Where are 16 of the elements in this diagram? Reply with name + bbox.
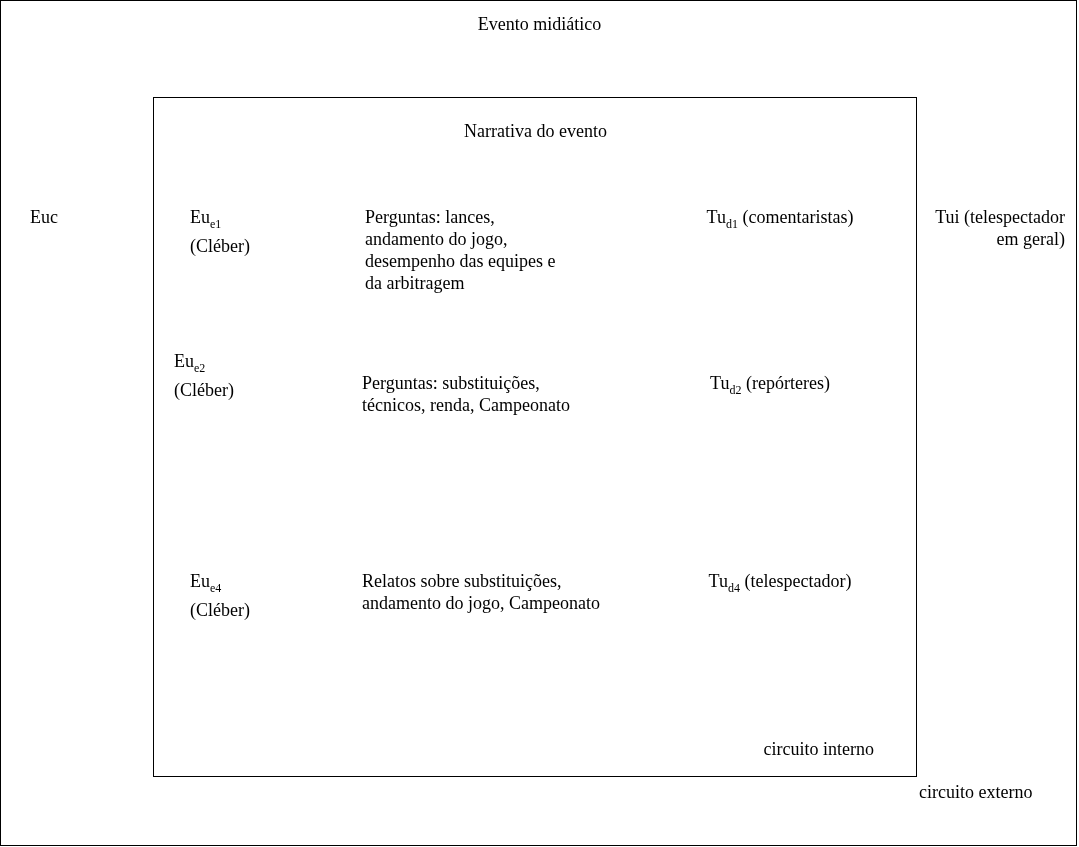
speaker-label: Eu$_{e4}$ (Cléber)	[190, 570, 251, 621]
speaker-label: Euc	[30, 206, 59, 228]
addressee-label: Tui (telespectador em geral)	[935, 206, 1065, 250]
addressee-label: Tu$_{d2}$ (repórteres)	[709, 372, 831, 399]
box-caption: circuito externo	[919, 781, 1034, 803]
box-heading: Evento midiático	[476, 13, 603, 35]
speaker-label: Eu$_{e2}$ (Cléber)	[174, 350, 235, 401]
frame-box	[152, 96, 917, 777]
addressee-label: Tu$_{d4}$ (telespectador)	[707, 570, 853, 597]
report-text: Relatos sobre substituições, andamento do jogo, Campeonato	[362, 570, 601, 614]
question-text: Perguntas: substituições, técnicos, renda, Campeonato	[362, 372, 571, 416]
speaker-label: Eu$_{e1}$ (Cléber)	[190, 206, 251, 257]
addressee-label: Tu$_{d1}$ (comentaristas)	[705, 206, 855, 233]
box-heading: Narrativa do evento	[463, 119, 608, 142]
question-text: Perguntas: lances, andamento do jogo, desempenho das equipes e da arbitragem	[365, 206, 557, 294]
box-caption: circuito interno	[763, 737, 875, 760]
